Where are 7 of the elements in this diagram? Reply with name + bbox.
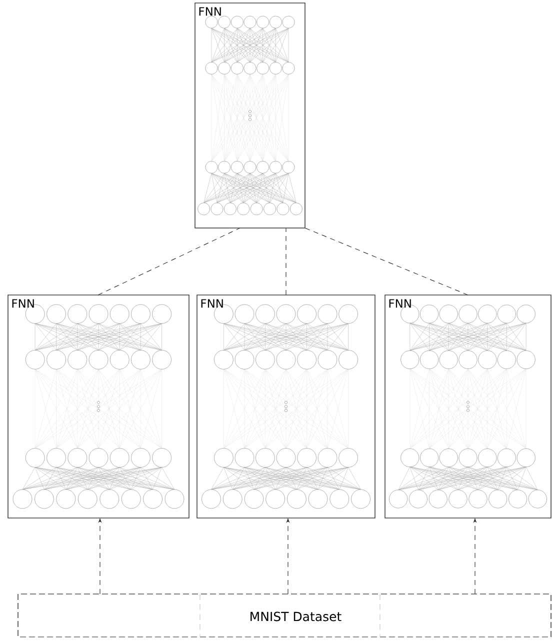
network-box: FNN: [384, 294, 552, 518]
connector: [304, 228, 468, 296]
network-box: FNN: [196, 294, 376, 518]
network-box: FNN: [194, 2, 306, 228]
network-box: FNN: [8, 294, 190, 518]
connector: [98, 228, 240, 296]
dataset-box: MNIST Dataset: [18, 594, 552, 638]
